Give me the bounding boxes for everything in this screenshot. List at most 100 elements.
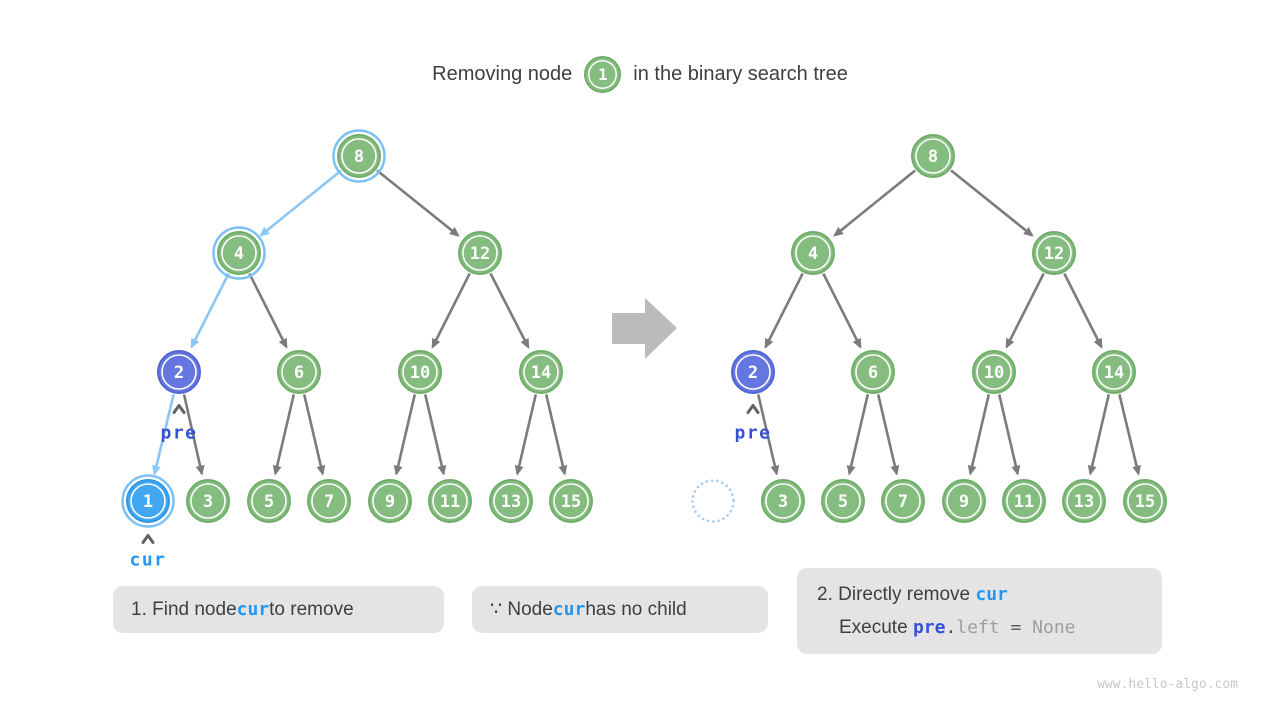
tree-edge-10-9 [393,394,417,476]
step-2-caption: 2. Directly remove cur Execute pre.left … [797,568,1162,654]
caret-pointer-icon [746,404,760,414]
node-value: 8 [354,147,364,167]
tree-edge-12-14 [1063,272,1103,349]
node-value: 13 [1074,492,1094,512]
node-value: 8 [928,147,938,167]
node-value: 5 [838,492,848,512]
tree-node-14: 14 [1092,350,1136,394]
tree-edge-6-7 [302,394,326,476]
tree-node-9: 9 [368,479,412,523]
tree-node-6: 6 [851,350,895,394]
caption-segment: = [999,617,1033,638]
node-value: 11 [1014,492,1034,512]
node-value: 3 [778,492,788,512]
node-value: 14 [531,363,551,383]
step-1-caption: 1. Find node cur to remove [113,586,444,633]
tree-edge-4-6 [248,272,288,349]
caption-segment: 1. Find node [131,598,237,620]
caption-segment: 2. Directly remove [817,584,976,605]
node-value: 5 [264,492,274,512]
caption-segment: left [956,617,1000,638]
node-value: 1 [143,492,153,512]
diagram-title: Removing node 1 in the binary search tre… [0,52,1280,96]
tree-node-5: 5 [247,479,291,523]
node-value: 10 [410,363,430,383]
node-value: 7 [898,492,908,512]
tree-edge-6-5 [272,394,296,476]
node-value: 2 [174,363,184,383]
caption-segment: cur [975,584,1008,605]
tree-edge-14-13 [514,394,538,476]
node-value: 6 [868,363,878,383]
caption-segment: has no child [585,598,687,620]
caret-pointer-icon [141,534,155,544]
tree-edge-10-11 [997,394,1021,476]
removed-node-dotted-circle [691,479,735,523]
tree-node-7: 7 [307,479,351,523]
tree-node-8: 8 [332,129,386,183]
pointer-label-pre: pre [734,423,771,444]
tree-edge-8-4 [833,169,916,237]
reason-caption: ∵ Node cur has no child [472,586,768,633]
node-value: 6 [294,363,304,383]
tree-edge-2-1 [152,394,175,476]
node-value: 2 [748,363,758,383]
caption-segment: pre [912,617,946,638]
node-value: 9 [959,492,969,512]
tree-edge-14-15 [544,394,568,476]
transition-arrow-icon [612,298,677,359]
node-value: 12 [470,244,490,264]
pointer-label-cur: cur [129,550,166,571]
tree-node-4: 4 [212,226,266,280]
tree-node-10: 10 [972,350,1016,394]
node-value: 9 [385,492,395,512]
caption-line-2: Execute pre.left = None [817,611,1076,644]
tree-node-4: 4 [791,231,835,275]
tree-node-10: 10 [398,350,442,394]
tree-node-8: 8 [911,134,955,178]
tree-edge-4-2 [764,272,804,349]
tree-node-5: 5 [821,479,865,523]
caption-segment: to remove [269,598,354,620]
node-value: 3 [203,492,213,512]
node-value: 13 [501,492,521,512]
node-value: 7 [324,492,334,512]
tree-node-15: 15 [549,479,593,523]
tree-node-12: 12 [1032,231,1076,275]
tree-edge-12-14 [489,272,530,349]
highlight-ring [121,474,175,528]
tree-edge-8-12 [376,169,460,237]
tree-edge-4-6 [822,272,862,349]
node-value: 12 [1044,244,1064,264]
tree-edge-4-2 [190,272,230,349]
tree-node-1: 1 [121,474,175,528]
tree-node-2: 2 [731,350,775,394]
node-value: 14 [1104,363,1124,383]
tree-node-2: 2 [157,350,201,394]
tree-node-9: 9 [942,479,986,523]
caption-segment: Execute [839,617,913,638]
tree-edge-6-5 [846,394,870,476]
tree-edge-8-12 [950,169,1034,237]
tree-node-12: 12 [458,231,502,275]
caret-pointer-icon [172,404,186,414]
tree-node-13: 13 [1062,479,1106,523]
tree-node-6: 6 [277,350,321,394]
tree-node-removed [691,479,735,523]
tree-edge-8-4 [259,169,342,237]
tree-edge-2-3 [182,394,205,476]
tree-node-7: 7 [881,479,925,523]
caption-segment: cur [552,599,586,620]
caption-segment: ∵ Node [490,599,553,620]
node-value: 4 [808,244,818,264]
watermark: www.hello-algo.com [1097,677,1238,692]
tree-edge-12-10 [431,272,471,349]
caption-segment: cur [236,599,270,620]
caption-segment: None [1032,617,1076,638]
highlight-ring [212,226,266,280]
title-prefix: Removing node [432,62,573,85]
caption-segment: . [945,617,957,638]
